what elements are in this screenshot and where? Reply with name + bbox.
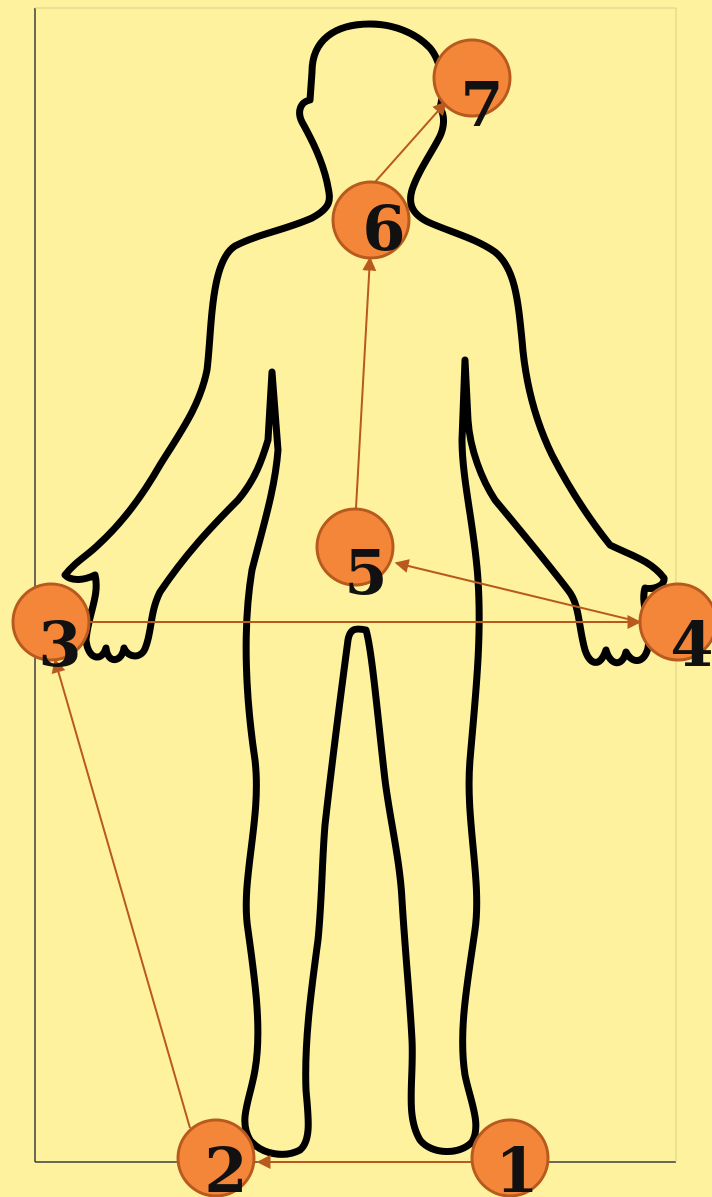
- arrow-5-to-6: [356, 258, 370, 508]
- marker-2-label: 2: [204, 1134, 247, 1197]
- marker-3-label: 3: [38, 608, 81, 681]
- marker-6: 6: [333, 182, 409, 265]
- marker-5-label: 5: [344, 536, 387, 609]
- arrow-4-to-5: [396, 563, 640, 622]
- marker-4-label: 4: [670, 608, 712, 681]
- marker-1: 1: [472, 1120, 548, 1197]
- marker-5: 5: [317, 509, 393, 609]
- marker-3: 3: [13, 584, 89, 681]
- marker-4: 4: [640, 584, 712, 681]
- arrow-2-to-3: [55, 660, 190, 1128]
- marker-6-label: 6: [362, 192, 405, 265]
- marker-7-label: 7: [460, 68, 503, 141]
- marker-2: 2: [178, 1120, 254, 1197]
- marker-1-label: 1: [495, 1134, 538, 1197]
